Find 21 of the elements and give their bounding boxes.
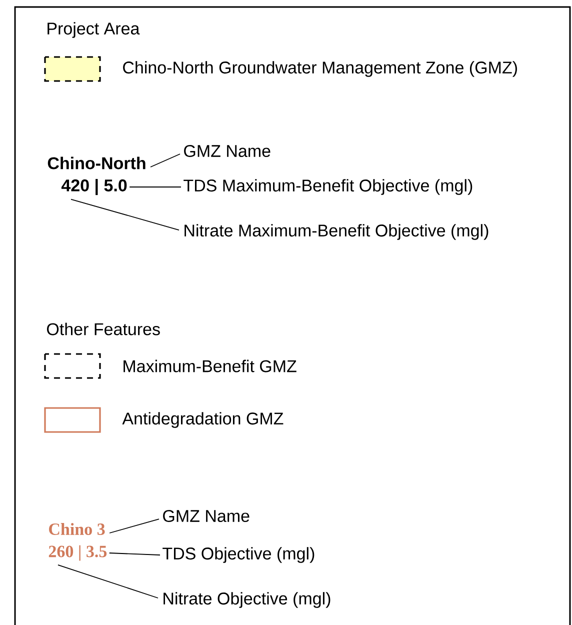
callout-text: TDS Maximum-Benefit Objective (mgl)	[184, 179, 472, 195]
leader-line	[109, 518, 160, 534]
legend-text: Chino-North Groundwater Management Zone (GMZ)	[123, 61, 517, 77]
callout-text: TDS Objective (mgl)	[162, 547, 314, 563]
callout-text: Nitrate Maximum-Benefit Objective (mgl)	[184, 224, 488, 240]
sample-values: 260 | 3.5	[48, 545, 107, 561]
callout-text: Nitrate Objective (mgl)	[164, 592, 330, 608]
callout-text: GMZ Name	[163, 510, 250, 522]
legend-text: Maximum-Benefit GMZ	[124, 360, 296, 372]
legend-text: Antidegradation GMZ	[122, 412, 284, 428]
leader-line	[108, 552, 160, 556]
leader-line	[129, 186, 182, 188]
leader-line	[58, 564, 158, 598]
sample-name: Chino 3	[49, 523, 105, 535]
callout-text: GMZ Name	[184, 145, 270, 158]
leader-line	[70, 198, 180, 230]
section-heading: Other Features	[47, 322, 160, 336]
leader-line	[150, 154, 180, 168]
sample-values: 420 | 5.0	[61, 178, 127, 196]
sample-name: Chino-North	[48, 156, 146, 170]
section-heading: Project Area	[48, 22, 140, 38]
